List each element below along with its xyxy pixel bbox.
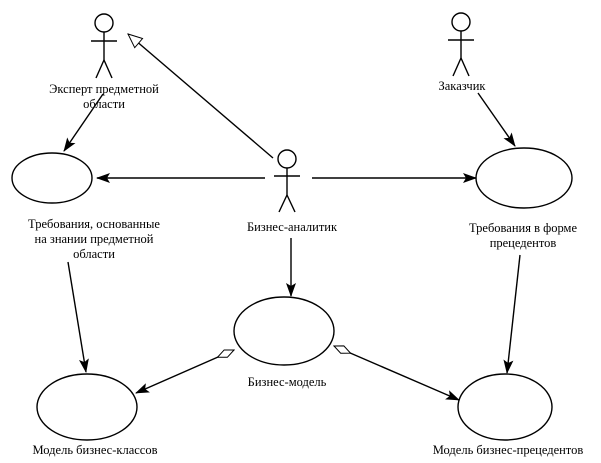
use-case-domain-requirements bbox=[11, 152, 93, 204]
use-case-business-model bbox=[233, 296, 335, 366]
association-customer-to-usecase-req bbox=[477, 92, 516, 147]
business-model-label: Бизнес-модель bbox=[232, 375, 342, 390]
use-case-precedent-model bbox=[457, 373, 553, 441]
domain-req-line-3: области bbox=[73, 247, 115, 261]
domain-req-line-2: на знании предметной bbox=[34, 232, 154, 246]
customer-actor-label: Заказчик bbox=[418, 79, 506, 94]
usecase-req-line-1: Требования в форме bbox=[468, 221, 577, 235]
precedent-model-label: Модель бизнес-прецедентов bbox=[420, 443, 596, 458]
domain-req-line-1: Требования, основанные bbox=[28, 217, 160, 231]
business-model-line-1: Бизнес-модель bbox=[247, 375, 327, 389]
aggregation-business-to-class-model bbox=[136, 349, 234, 394]
expert-label-line-1: Эксперт предметной bbox=[49, 82, 159, 96]
expert-actor-label: Эксперт предметной области bbox=[38, 82, 170, 112]
precedent-model-line-1: Модель бизнес-прецедентов bbox=[432, 443, 584, 457]
customer-actor-icon bbox=[448, 12, 474, 77]
expert-label-line-2: области bbox=[83, 97, 125, 111]
usecase-req-line-2: прецедентов bbox=[489, 236, 557, 250]
class-model-label: Модель бизнес-классов bbox=[16, 443, 174, 458]
association-domain-to-class-model bbox=[67, 261, 89, 373]
analyst-actor-label: Бизнес-аналитик bbox=[232, 220, 352, 235]
analyst-label-line-1: Бизнес-аналитик bbox=[246, 220, 338, 234]
usecase-requirements-label: Требования в форме прецедентов bbox=[448, 221, 598, 251]
analyst-actor-icon bbox=[274, 149, 300, 213]
association-expert-to-domain bbox=[63, 93, 104, 152]
use-case-class-model bbox=[36, 373, 138, 441]
association-usecase-req-to-precedent-model bbox=[503, 254, 521, 374]
aggregation-business-to-precedent-model bbox=[334, 345, 459, 401]
generalization-arrow bbox=[128, 34, 274, 159]
customer-label-line-1: Заказчик bbox=[438, 79, 486, 93]
use-case-usecase-requirements bbox=[475, 147, 573, 209]
domain-requirements-label: Требования, основанные на знании предмет… bbox=[14, 217, 174, 262]
class-model-line-1: Модель бизнес-классов bbox=[32, 443, 158, 457]
expert-actor-icon bbox=[91, 13, 117, 79]
